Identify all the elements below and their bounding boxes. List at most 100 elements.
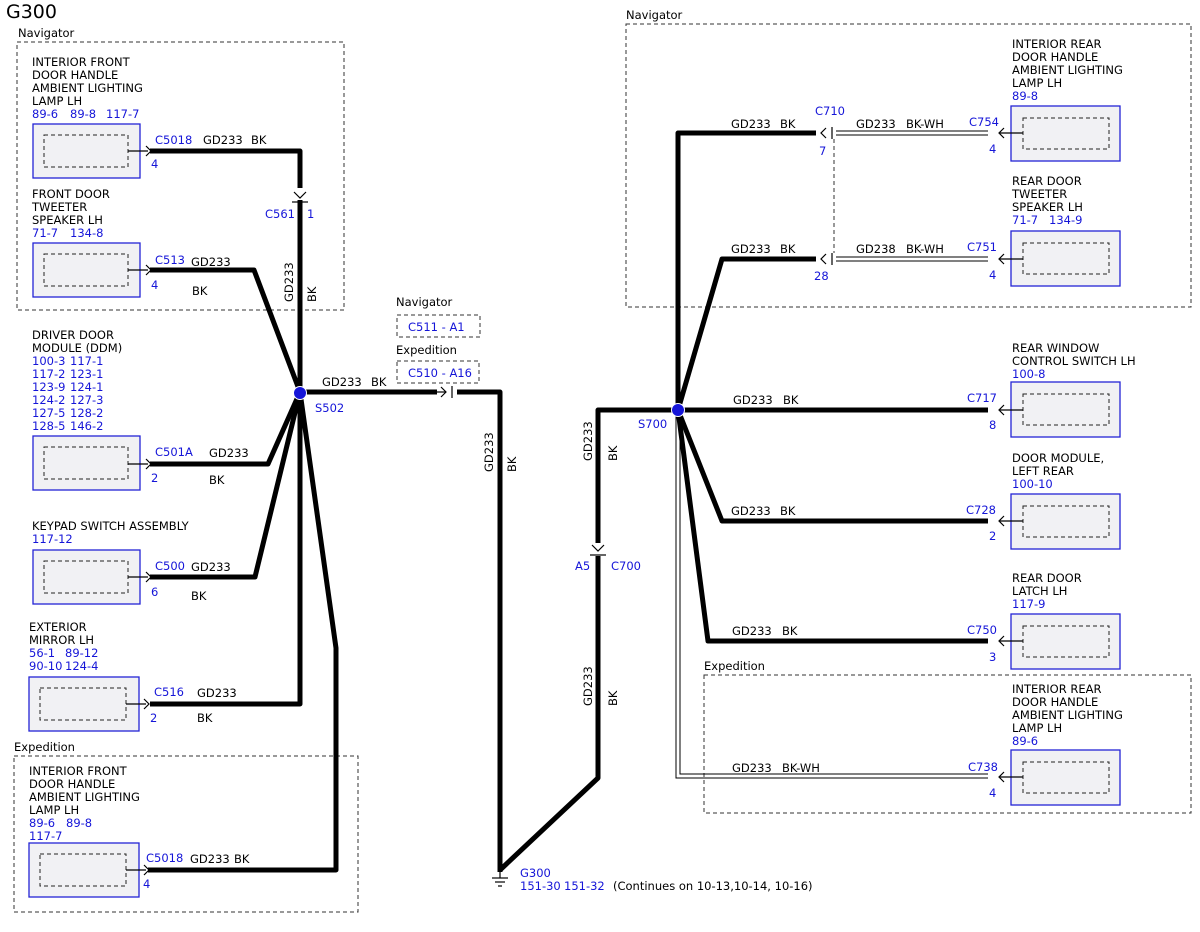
ref-link[interactable]: 100-8 <box>1012 367 1045 381</box>
wire-color: BK <box>782 624 798 638</box>
connector-label[interactable]: C710 <box>815 104 845 118</box>
component-box[interactable] <box>28 676 140 732</box>
ref-link[interactable]: 117-1 <box>70 354 103 368</box>
pin-label: A5 <box>575 559 590 573</box>
ref-link[interactable]: 123-1 <box>70 367 103 381</box>
ref-link[interactable]: 117-7 <box>106 107 139 121</box>
ref-link[interactable]: 117-2 <box>32 367 65 381</box>
ref-link[interactable]: 124-4 <box>65 659 98 673</box>
wire-color: BK <box>305 286 319 302</box>
ref-link[interactable]: 89-8 <box>1012 89 1038 103</box>
connector-label[interactable]: C516 <box>154 685 184 699</box>
ref-link[interactable]: 117-12 <box>32 532 73 546</box>
component-box[interactable] <box>32 242 141 298</box>
wire-color: BK <box>251 133 267 147</box>
component-box[interactable] <box>1010 493 1121 550</box>
ref-link[interactable]: 128-5 <box>32 419 65 433</box>
ref-link[interactable]: 128-2 <box>70 406 103 420</box>
ref-link[interactable]: 89-8 <box>66 816 92 830</box>
connector-label[interactable]: C728 <box>966 503 996 517</box>
connector-label[interactable]: C754 <box>969 115 999 129</box>
ref-link[interactable]: 134-8 <box>70 226 103 240</box>
ref-link[interactable]: 117-9 <box>1012 597 1045 611</box>
ref-link[interactable]: 90-10 <box>29 659 62 673</box>
ref-link[interactable]: 134-9 <box>1049 213 1082 227</box>
component-name: EXTERIOR <box>29 620 87 634</box>
component-box[interactable] <box>32 549 141 605</box>
wire-c5018-nav <box>150 148 303 392</box>
component-name: LAMP LH <box>32 94 82 108</box>
ref-link[interactable]: 71-7 <box>1012 213 1038 227</box>
component-name: LAMP LH <box>29 803 79 817</box>
component-box[interactable] <box>1010 613 1121 670</box>
connector-gap <box>294 188 306 200</box>
inline-connector-exp[interactable]: C510 - A16 <box>408 366 472 380</box>
component-rear-tweeter: REAR DOOR TWEETER SPEAKER LH 71-7 134-9 … <box>967 174 1121 287</box>
wire-color: BK <box>505 456 519 472</box>
component-name: FRONT DOOR <box>32 187 110 201</box>
wire-color: BK <box>371 375 387 389</box>
pin-label: 2 <box>989 529 996 543</box>
wire-label: GD233 <box>731 242 771 256</box>
connector-label[interactable]: C738 <box>968 760 998 774</box>
component-name: SPEAKER LH <box>1012 200 1083 214</box>
connector-label[interactable]: C717 <box>967 391 997 405</box>
connector-arrow-icon <box>293 191 307 199</box>
pin-label: 3 <box>989 650 996 664</box>
component-box[interactable] <box>32 123 141 179</box>
wire-label: GD233 <box>731 504 771 518</box>
component-box[interactable] <box>1010 749 1121 806</box>
component-box[interactable] <box>32 435 141 491</box>
component-name: AMBIENT LIGHTING <box>32 81 143 95</box>
component-box[interactable] <box>1010 105 1121 162</box>
pin-label: 4 <box>989 786 996 800</box>
ref-link[interactable]: 89-6 <box>32 107 58 121</box>
inline-connector-nav[interactable]: C511 - A1 <box>408 320 465 334</box>
connector-label[interactable]: C513 <box>155 253 185 267</box>
pin-label: 4 <box>989 142 996 156</box>
pin-label: 4 <box>151 157 158 171</box>
ref-link[interactable]: 89-6 <box>1012 734 1038 748</box>
ref-link[interactable]: 127-3 <box>70 393 103 407</box>
connector-label[interactable]: C751 <box>967 240 997 254</box>
ref-link[interactable]: 117-7 <box>29 829 62 843</box>
ref-link[interactable]: 146-2 <box>70 419 103 433</box>
ref-link[interactable]: 89-12 <box>65 646 98 660</box>
wire-c513 <box>150 267 303 393</box>
component-name: LEFT REAR <box>1012 464 1074 478</box>
component-inner <box>43 446 129 480</box>
connector-arrow-icon <box>820 253 827 265</box>
ref-link[interactable]: 100-3 <box>32 354 65 368</box>
wire-c501a <box>150 390 303 467</box>
component-box[interactable] <box>1010 230 1121 287</box>
ref-link[interactable]: 151-30 <box>520 879 561 893</box>
connector-label[interactable]: C700 <box>611 559 641 573</box>
ref-link[interactable]: 124-1 <box>70 380 103 394</box>
connector-label[interactable]: C500 <box>155 559 185 573</box>
wire-g300-to-s700 <box>498 407 678 872</box>
splice-s700[interactable] <box>671 403 685 417</box>
connector-label[interactable]: C561 <box>265 207 295 221</box>
ref-link[interactable]: 123-9 <box>32 380 65 394</box>
connector-label[interactable]: C5018 <box>146 851 183 865</box>
connector-label[interactable]: C5018 <box>155 133 192 147</box>
component-name: LAMP LH <box>1012 76 1062 90</box>
ref-link[interactable]: 151-32 <box>564 879 605 893</box>
ref-link[interactable]: 71-7 <box>32 226 58 240</box>
wire-color: BK-WH <box>906 242 944 256</box>
connector-label[interactable]: C501A <box>155 445 193 459</box>
wire-color: BK <box>780 242 796 256</box>
connector-gap <box>592 542 604 556</box>
component-name: LAMP LH <box>1012 721 1062 735</box>
ref-link[interactable]: 124-2 <box>32 393 65 407</box>
wire-label: GD233 <box>856 117 896 131</box>
ref-link[interactable]: 127-5 <box>32 406 65 420</box>
ref-link[interactable]: 56-1 <box>29 646 55 660</box>
ref-link[interactable]: 89-6 <box>29 816 55 830</box>
component-box[interactable] <box>28 842 140 898</box>
connector-label[interactable]: C750 <box>967 623 997 637</box>
component-box[interactable] <box>1010 381 1121 438</box>
splice-s502[interactable] <box>293 386 307 400</box>
ref-link[interactable]: 100-10 <box>1012 477 1053 491</box>
ref-link[interactable]: 89-8 <box>70 107 96 121</box>
